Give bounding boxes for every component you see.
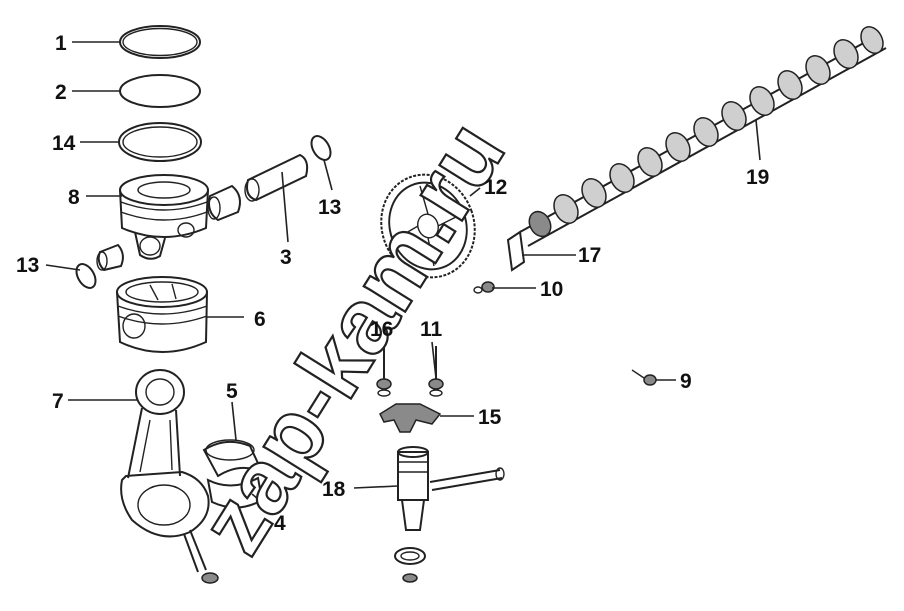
- callout-9: 9: [680, 370, 692, 393]
- key-17: [506, 230, 526, 272]
- piston-6: [116, 276, 208, 353]
- callout-3: 3: [280, 246, 292, 269]
- callout-4: 4: [274, 512, 286, 535]
- callout-labels: 1 2 14 8 13 3 13 6 7 5 4 12 17 10 16 11 …: [16, 32, 769, 535]
- callout-13: 13: [318, 196, 341, 219]
- leader-lines: [45, 41, 761, 515]
- pin-bushing-small: [96, 243, 124, 272]
- camshaft-gear-12: [380, 173, 476, 279]
- callout-6: 6: [254, 308, 266, 331]
- bearing-shell-5: [202, 439, 265, 478]
- callout-10: 10: [540, 278, 563, 301]
- watermark: zap-kam.ru: [180, 105, 524, 571]
- bearing-shell-4: [206, 476, 264, 509]
- piston-pin-3: [244, 153, 309, 202]
- rod-bolt: [183, 529, 219, 584]
- piston-8: [119, 174, 209, 260]
- callout-11: 11: [420, 318, 443, 341]
- callout-5: 5: [226, 380, 238, 403]
- callout-1: 1: [55, 32, 67, 55]
- callout-18: 18: [322, 478, 346, 501]
- washer-10: [473, 281, 495, 294]
- callout-7: 7: [52, 390, 64, 413]
- injector-18: [394, 446, 429, 583]
- piston-ring-2: [119, 74, 201, 108]
- clamp-15: [379, 403, 442, 433]
- camshaft-19: [519, 26, 887, 247]
- callout-8: 8: [68, 186, 80, 209]
- circlip-13-left: [75, 263, 97, 289]
- callout-14: 14: [52, 132, 76, 155]
- callout-2: 2: [55, 81, 67, 104]
- callout-19: 19: [746, 166, 769, 189]
- piston-ring-1: [119, 25, 201, 59]
- pin-bushing-left: [207, 184, 241, 222]
- callout-17: 17: [578, 244, 601, 267]
- piston-ring-14: [118, 122, 202, 162]
- callout-12: 12: [484, 176, 507, 199]
- callout-16: 16: [370, 318, 393, 341]
- circlip-13-right: [310, 135, 332, 161]
- screw-9: [631, 369, 657, 386]
- callout-13: 13: [16, 254, 39, 277]
- callout-15: 15: [478, 406, 502, 429]
- fuel-pipe: [429, 467, 505, 491]
